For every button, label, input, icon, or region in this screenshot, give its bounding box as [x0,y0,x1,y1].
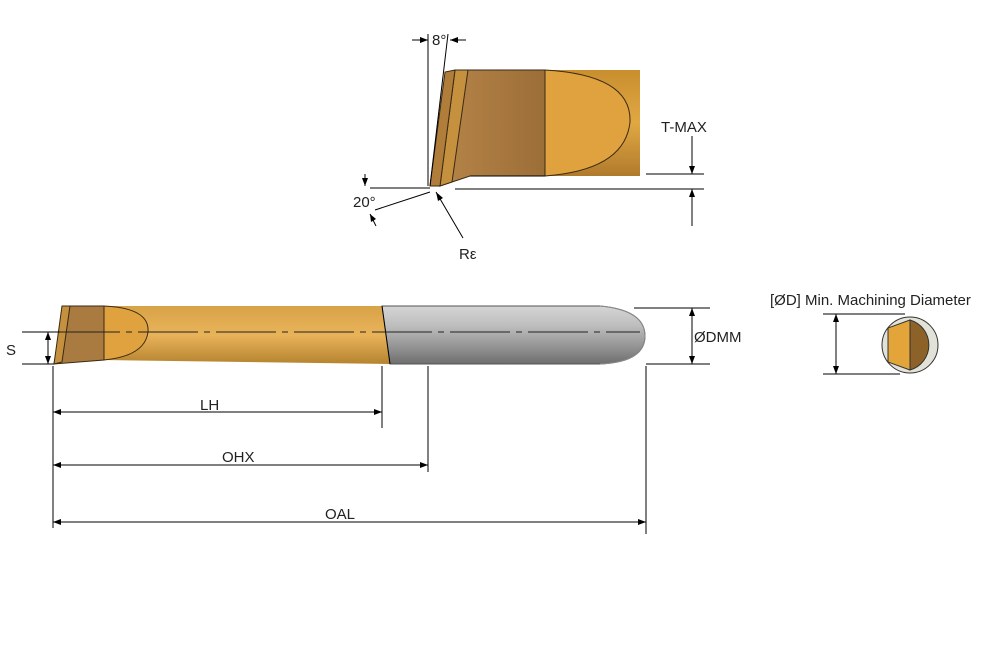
end-view-insert-right [909,319,930,371]
steel-shank-end [599,305,646,365]
overhang-label: OHX [222,449,255,466]
end-view-insert-left [887,319,911,371]
t-max-label: T-MAX [661,119,707,136]
angle-top-label: 8° [432,32,446,49]
overall-length-label: OAL [325,506,355,523]
side-view: S ØDMM LH OHX OAL [6,305,742,534]
step-label: S [6,342,16,359]
gold-shank [104,306,390,364]
tool-head-edge [53,305,71,365]
end-view: [ØD] Min. Machining Diameter [770,292,971,375]
head-length-label: LH [200,397,219,414]
top-rounded-end [544,69,631,177]
shank-diameter-label: ØDMM [694,329,742,346]
top-detail-view: 8° 20° Rε T-MAX [353,32,707,263]
steel-shank [381,305,646,365]
angle-side-label: 20° [353,194,376,211]
corner-radius-label: Rε [459,246,477,263]
min-diameter-label: [ØD] Min. Machining Diameter [770,292,971,309]
top-cutting-tip [429,69,456,187]
